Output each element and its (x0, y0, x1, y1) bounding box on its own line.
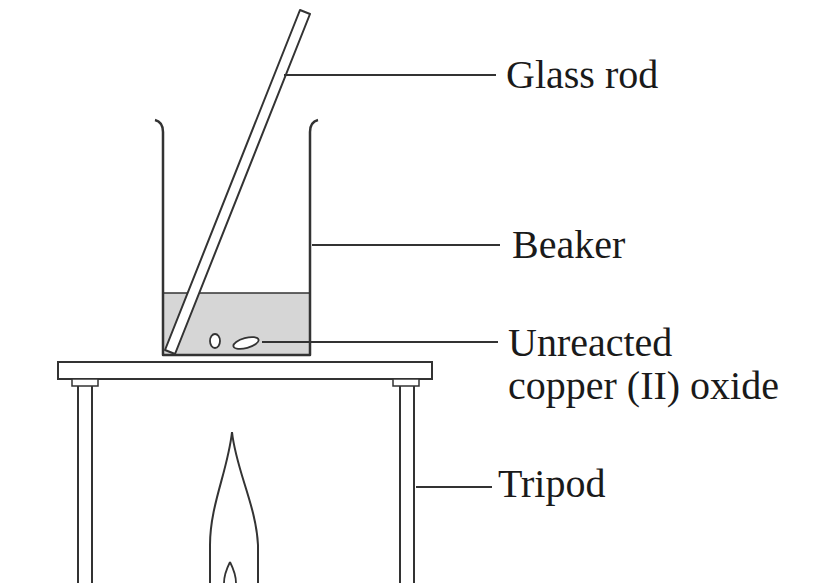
leader-line (284, 74, 496, 76)
tripod-top (58, 362, 432, 379)
tripod-joint (393, 379, 419, 386)
tripod-leg (400, 386, 414, 583)
copper-oxide-grain (210, 334, 220, 348)
leader-line (312, 244, 500, 246)
part-label: Glass rod (506, 52, 658, 98)
tripod-leg (78, 386, 92, 583)
flame-outer (210, 432, 258, 583)
part-label: Beaker (512, 222, 625, 268)
part-label: Tripod (498, 461, 605, 507)
flame-inner (224, 562, 236, 583)
liquid-surface (164, 292, 309, 294)
glass-rod (165, 10, 310, 354)
leader-line (416, 486, 492, 488)
tripod-joint (72, 379, 98, 386)
copper-oxide-grain (232, 335, 260, 351)
leader-line (262, 341, 498, 343)
part-label: Unreacted copper (II) oxide (508, 321, 785, 407)
